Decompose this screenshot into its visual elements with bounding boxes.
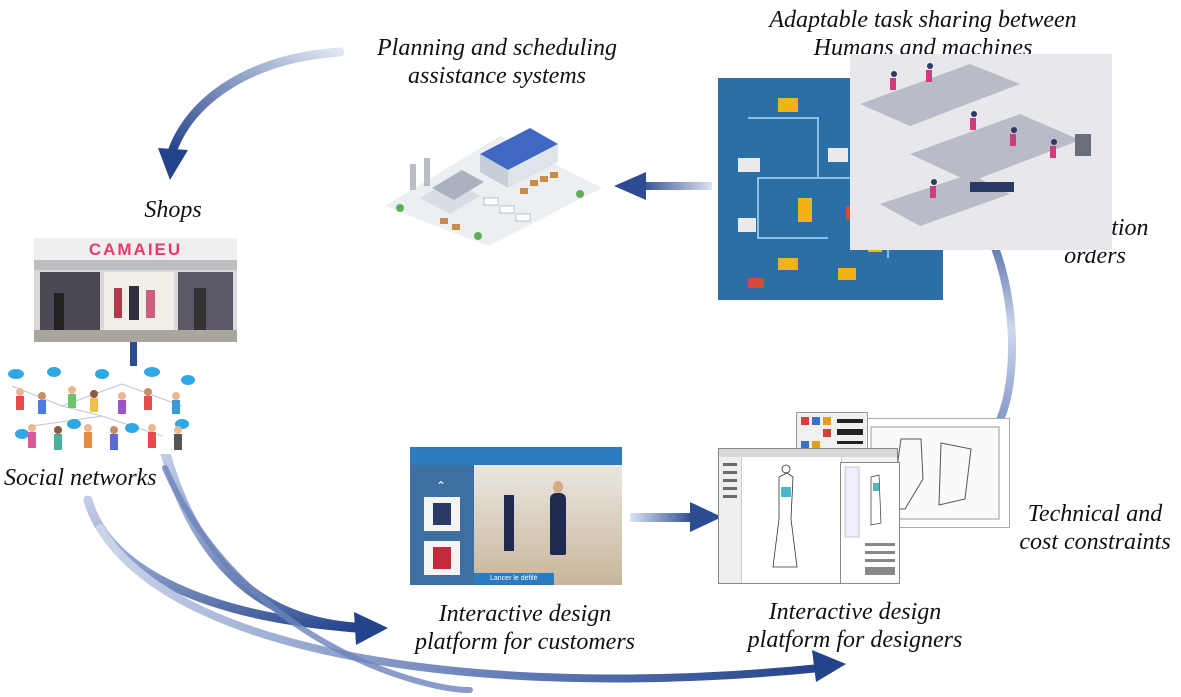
connector-shops-social: [130, 340, 137, 372]
label-planning: Planning and scheduling assistance syste…: [377, 35, 617, 89]
shop-sign: CAMAIEU: [88, 240, 183, 259]
arrow-factory-to-planning: [640, 182, 712, 190]
arrow-planning-to-shops: [167, 47, 345, 157]
arrow-customer-to-designer: [630, 513, 692, 522]
shop-illustration: [34, 238, 237, 342]
production-line-diagram: [850, 54, 1112, 250]
arrow-head: [812, 650, 846, 682]
garment-thumb: [424, 541, 460, 575]
designer-side-panel: [840, 462, 900, 584]
label-shops: Shops: [144, 197, 202, 223]
fitting-room-view: [474, 465, 622, 585]
factory-isometric: [380, 118, 605, 246]
arrow-head: [354, 612, 388, 645]
label-idp-customers: Interactive design platform for customer…: [414, 601, 635, 655]
social-network-graphic: [2, 366, 198, 454]
arrow-social-to-designers: [96, 524, 824, 683]
chevron-up-icon: ⌃: [436, 479, 447, 493]
shop-photo: CAMAIEU: [34, 238, 237, 342]
launch-show-button[interactable]: Lancer le défilé: [474, 573, 554, 585]
customer-ui-sidebar: ⌃: [410, 465, 474, 585]
arrow-head: [614, 172, 646, 200]
customer-platform-screenshot: ⌃ Lancer le défilé: [410, 447, 622, 585]
garment-thumb: [424, 497, 460, 531]
arrow-head: [158, 148, 188, 180]
label-idp-designers: Interactive design platform for designer…: [747, 599, 963, 653]
label-social-networks: Social networks: [4, 465, 157, 491]
arrow-head: [690, 502, 722, 532]
customer-ui-header: [410, 447, 622, 465]
label-technical: Technical and cost constraints: [1019, 501, 1171, 555]
